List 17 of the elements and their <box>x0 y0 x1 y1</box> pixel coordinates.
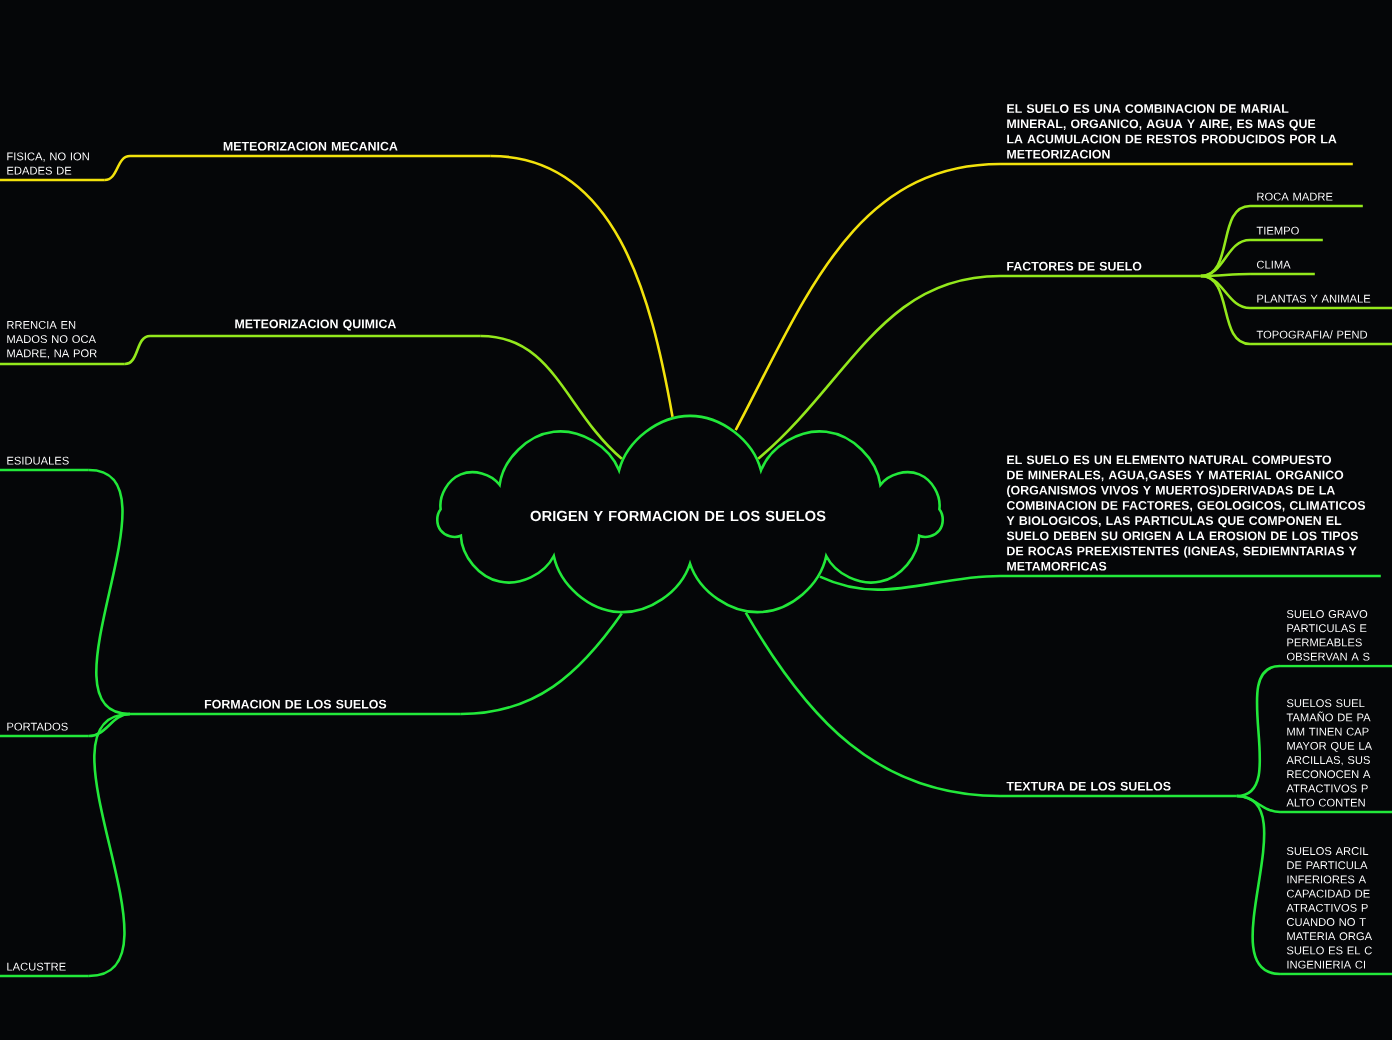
branch-line <box>1200 238 1251 278</box>
branch-line <box>104 154 131 182</box>
branch-line <box>819 574 1001 591</box>
branch-line <box>460 612 623 716</box>
branch-line <box>1236 794 1281 976</box>
branch-line <box>480 334 623 460</box>
branch-line <box>1200 204 1251 278</box>
branch-line <box>124 334 151 366</box>
branch-line <box>88 712 131 738</box>
branch-line <box>1200 274 1251 346</box>
branch-line <box>757 274 1001 460</box>
branch-line <box>734 162 1001 431</box>
branch-line <box>88 468 131 716</box>
branch-line <box>744 611 1001 798</box>
branch-line <box>1236 664 1281 798</box>
branch-line <box>88 712 131 978</box>
branch-line <box>490 154 674 417</box>
